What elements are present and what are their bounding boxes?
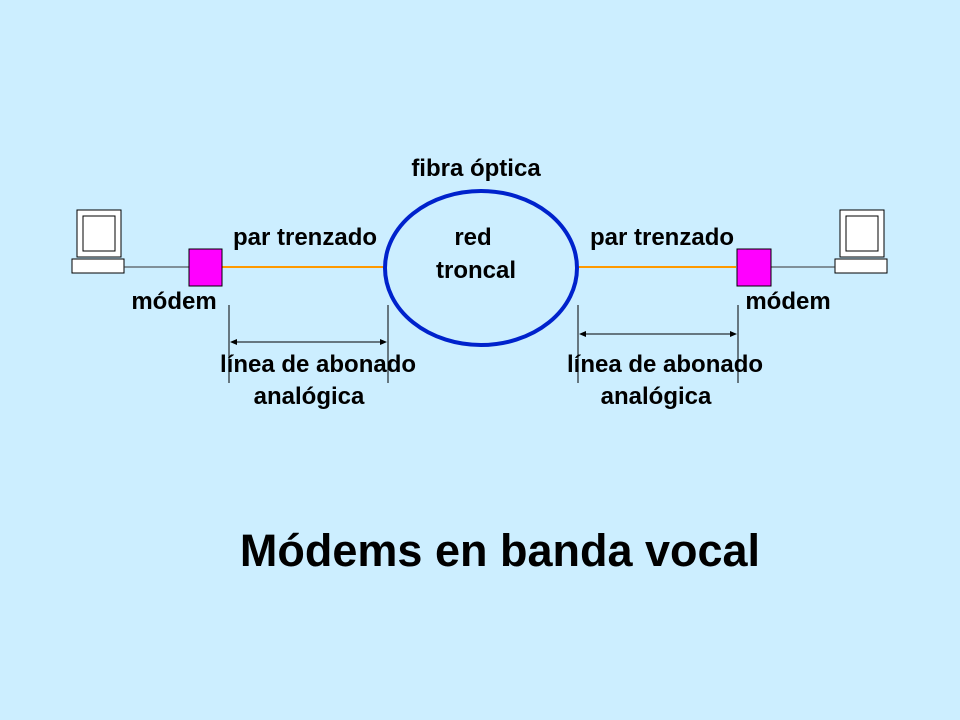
subscriber-line-label-right-line2: analógica [601, 383, 712, 410]
core-network-label-line1: red [454, 224, 491, 251]
twisted-pair-label-right: par trenzado [590, 224, 734, 251]
core-network-label-line2: troncal [436, 257, 516, 284]
twisted-pair-label-left: par trenzado [233, 224, 377, 251]
modem-label-right: módem [745, 288, 830, 315]
modem-left [188, 248, 223, 287]
modem-right [736, 248, 772, 287]
fiber-label: fibra óptica [411, 155, 541, 182]
subscriber-line-label-left-line2: analógica [254, 383, 365, 410]
computer-right-icon [834, 209, 888, 274]
page-title: Módems en banda vocal [240, 525, 760, 576]
computer-left-icon [71, 209, 125, 274]
subscriber-line-label-right-line1: línea de abonado [567, 351, 763, 378]
subscriber-line-label-left-line1: línea de abonado [220, 351, 416, 378]
modem-label-left: módem [131, 288, 216, 315]
core-network-ring [383, 189, 579, 347]
